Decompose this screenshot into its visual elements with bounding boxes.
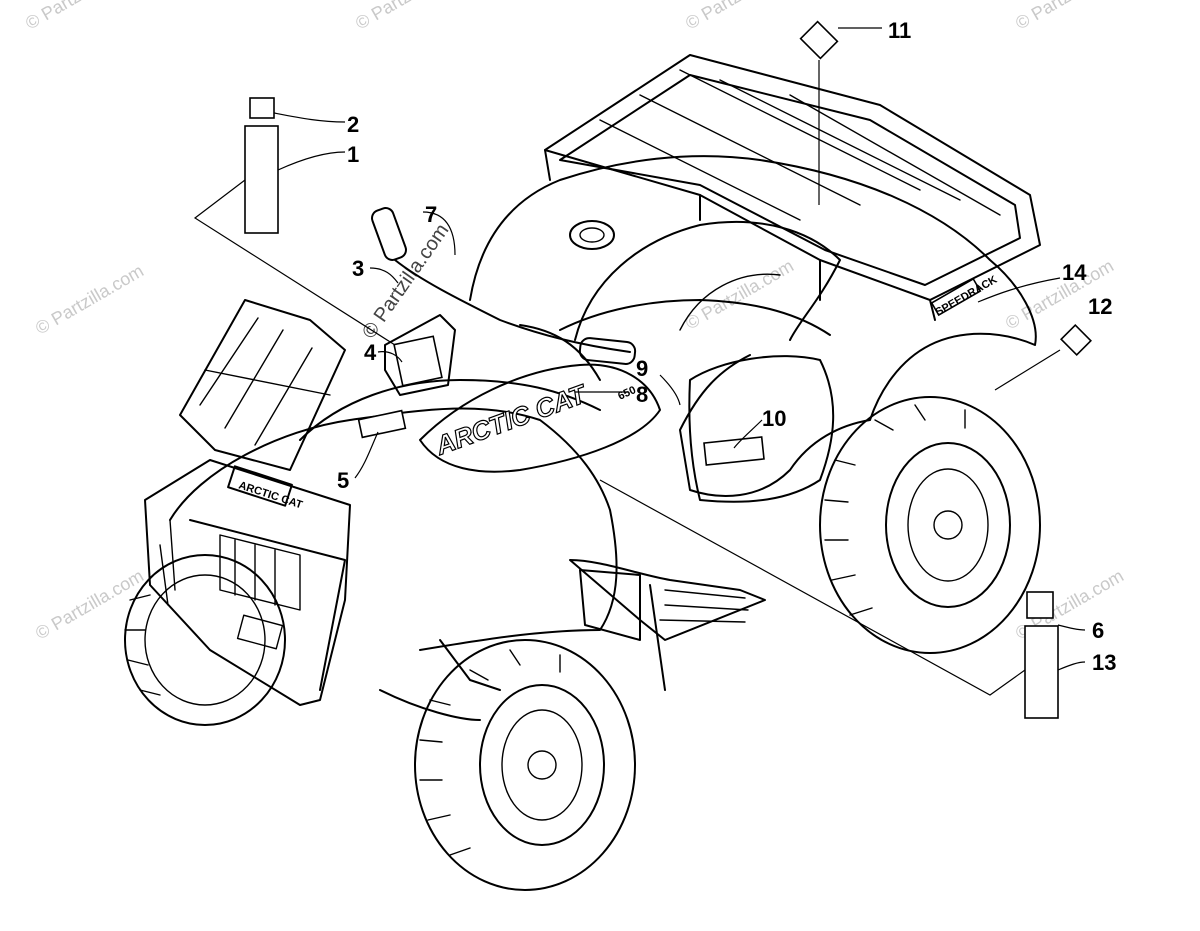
decal-5 <box>357 409 407 439</box>
callout-4: 4 <box>364 340 377 365</box>
watermark: © Partzilla.com <box>32 565 147 643</box>
decal-11 <box>799 20 839 60</box>
grille-badge: ARCTIC CAT <box>237 479 304 511</box>
callout-2: 2 <box>347 112 359 137</box>
left-grip <box>371 207 407 261</box>
callout-7: 7 <box>425 202 437 227</box>
suspension <box>439 639 501 691</box>
tank-side <box>419 363 661 473</box>
seat <box>574 220 841 341</box>
rear-rack <box>544 54 1041 321</box>
decal-2 <box>249 97 275 119</box>
leader-lines <box>193 27 1086 696</box>
footwell <box>569 559 766 641</box>
callout-6: 6 <box>1092 618 1104 643</box>
callout-11: 11 <box>888 18 911 43</box>
decal-6 <box>1026 591 1054 619</box>
decal-12 <box>1060 324 1092 356</box>
callout-1: 1 <box>347 142 359 167</box>
instrument-pod <box>384 314 456 396</box>
watermark: © Partzilla.com <box>22 0 137 33</box>
callout-13: 13 <box>1092 650 1116 675</box>
fuel-cap <box>569 220 615 250</box>
watermark: © Partzilla.com <box>682 0 797 33</box>
decal-10 <box>703 436 765 466</box>
decal-4 <box>393 335 443 387</box>
decal-13 <box>1024 625 1059 719</box>
front-fender <box>169 407 618 651</box>
rear-side-panel <box>688 355 835 503</box>
callout-3: 3 <box>352 256 364 281</box>
callout-9: 9 <box>636 356 648 381</box>
handlebar <box>394 259 631 353</box>
watermark-center: © Partzilla.com <box>358 220 453 343</box>
detached-decals <box>244 20 1092 719</box>
watermark: © Partzilla.com <box>682 255 797 333</box>
decal-1 <box>244 125 279 234</box>
front-body-top <box>299 379 601 441</box>
watermark-layer: © Partzilla.com © Partzilla.com © Partzi… <box>22 0 1127 643</box>
front-rack <box>179 299 346 471</box>
callout-14: 14 <box>1062 260 1087 285</box>
callout-10: 10 <box>762 406 786 431</box>
callout-labels: 2 1 3 7 4 5 11 9 8 10 14 12 6 13 <box>337 18 1116 675</box>
callout-8: 8 <box>636 382 648 407</box>
model-badge: 650 <box>616 384 638 403</box>
watermark: © Partzilla.com <box>1012 0 1127 33</box>
right-grip <box>578 337 637 365</box>
front-right-wheel <box>414 639 636 891</box>
rear-fender <box>469 155 1037 497</box>
lower-frame <box>379 689 481 721</box>
callout-5: 5 <box>337 468 349 493</box>
front-left-wheel <box>124 554 286 726</box>
brake-lever <box>519 324 601 381</box>
frame-tube <box>649 584 666 691</box>
callout-12: 12 <box>1088 294 1112 319</box>
footrest-panel <box>579 569 641 641</box>
watermark: © Partzilla.com <box>352 0 467 33</box>
brand-logo: ARCTIC CAT <box>431 378 592 461</box>
watermark: © Partzilla.com <box>32 260 147 338</box>
rear-fender-edge <box>559 299 831 336</box>
seat-line <box>679 273 781 331</box>
fuel-cap-inner <box>579 227 605 243</box>
rear-right-wheel <box>819 396 1041 654</box>
decal-14 <box>930 277 982 317</box>
